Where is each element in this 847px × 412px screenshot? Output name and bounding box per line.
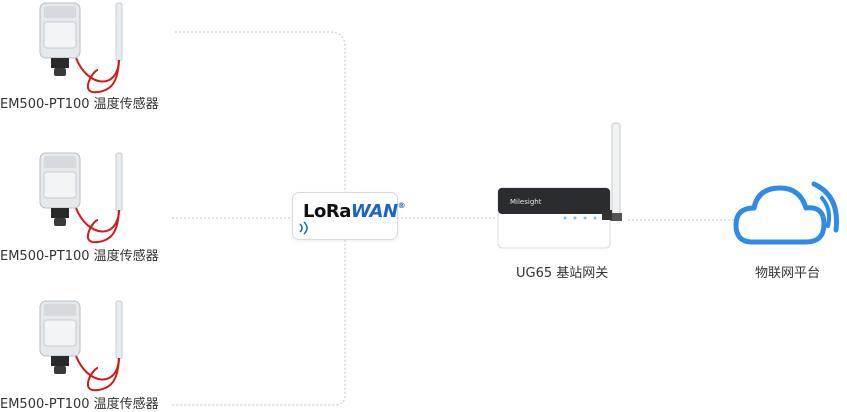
- lorawan-logo-lora: LoRa: [303, 201, 351, 222]
- signal-waves-icon: [299, 221, 308, 235]
- sensor-device-3: [18, 298, 168, 406]
- gateway-brand-text: Milesight: [510, 198, 542, 206]
- temperature-sensor-icon: [39, 2, 123, 94]
- sensor-device-2: [18, 150, 168, 258]
- temperature-sensor-icon: [39, 300, 123, 392]
- sensor-label-1: EM500-PT100 温度传感器: [0, 97, 159, 112]
- sensor-device-1: [18, 0, 168, 108]
- sensor-label-3: EM500-PT100 温度传感器: [0, 397, 159, 412]
- cloud-label: 物联网平台: [755, 266, 821, 281]
- lorawan-badge: LoRaWAN®: [292, 192, 406, 240]
- lorawan-logo-mark: ®: [397, 201, 406, 210]
- lorawan-logo: LoRaWAN®: [303, 201, 406, 222]
- sensor-label-2: EM500-PT100 温度传感器: [0, 249, 159, 264]
- gateway-label: UG65 基站网关: [516, 266, 609, 281]
- temperature-sensor-icon: [39, 152, 123, 244]
- iot-platform-cloud: [732, 170, 847, 255]
- ug65-gateway: Milesight: [490, 118, 640, 258]
- gateway-device-icon: Milesight: [497, 122, 622, 249]
- lorawan-logo-wan: WAN: [350, 201, 398, 222]
- cloud-icon: [733, 181, 840, 245]
